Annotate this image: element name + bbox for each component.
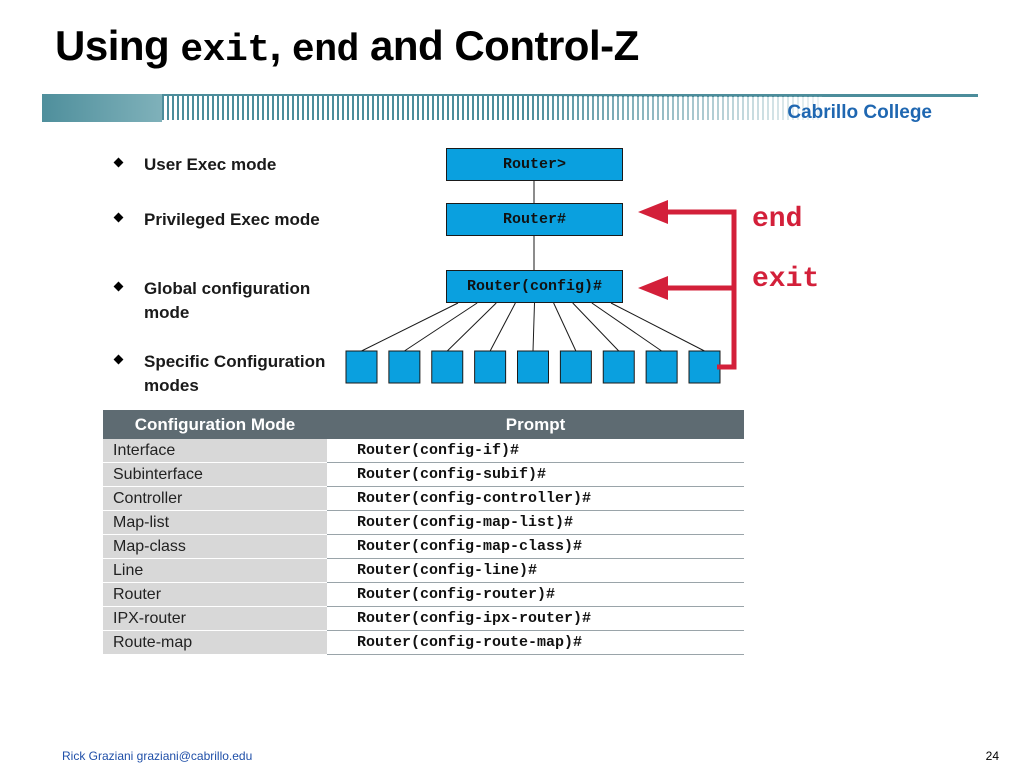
title-post: and Control-Z: [358, 22, 639, 69]
prompt-box-user-exec: Router>: [446, 148, 623, 181]
end-arrow-line: [668, 209, 737, 370]
bullet-label: User Exec mode: [144, 155, 277, 174]
prompt-cell: Router(config-route-map)#: [327, 630, 744, 655]
mode-cell: Interface: [103, 439, 327, 463]
table-header-row: Configuration Mode Prompt: [103, 410, 744, 439]
return-arrows: [638, 200, 737, 370]
college-logo-text: Cabrillo College: [787, 102, 932, 123]
fan-line: [553, 302, 577, 352]
bullet-label: Specific Configuration modes: [144, 352, 326, 395]
submode-box: [517, 350, 549, 384]
fan-line: [610, 302, 705, 352]
footer-author: Rick Graziani graziani@cabrillo.edu: [62, 749, 253, 763]
title-separator: ,: [269, 22, 292, 69]
submode-box: [388, 350, 421, 384]
mode-cell: Map-list: [103, 510, 327, 535]
banner-line: [162, 94, 978, 97]
prompt-cell: Router(config-subif)#: [327, 462, 744, 487]
prompt-cell: Router(config-controller)#: [327, 486, 744, 511]
mode-cell: Line: [103, 558, 327, 583]
fan-line: [404, 302, 478, 352]
prompt-box-global-config: Router(config)#: [446, 270, 623, 303]
mode-cell: IPX-router: [103, 606, 327, 631]
submode-box: [431, 350, 464, 384]
end-arrow-head: [638, 200, 668, 224]
slide-title: Using exit, end and Control-Z: [55, 22, 639, 72]
bullet-diamond-icon: [113, 354, 124, 365]
prompt-cell: Router(config-router)#: [327, 582, 744, 607]
mode-cell: Router: [103, 582, 327, 607]
bullet-diamond-icon: [113, 157, 124, 168]
fan-line: [591, 302, 662, 352]
prompt-cell: Router(config-line)#: [327, 558, 744, 583]
college-banner: Cabrillo College: [42, 94, 978, 124]
prompt-cell: Router(config-map-class)#: [327, 534, 744, 559]
mode-cell: Route-map: [103, 630, 327, 655]
fan-line: [572, 302, 620, 352]
prompt-cell: Router(config-map-list)#: [327, 510, 744, 535]
column-header-prompt: Prompt: [327, 410, 744, 439]
submode-box: [474, 350, 507, 384]
fan-line: [489, 302, 516, 352]
fan-line: [446, 302, 497, 352]
submode-boxes: [345, 350, 721, 384]
column-header-mode: Configuration Mode: [103, 410, 327, 439]
exit-command-label: exit: [752, 264, 820, 295]
title-pre: Using: [55, 22, 181, 69]
bullet-label: Global configuration mode: [144, 279, 311, 322]
end-command-label: end: [752, 204, 803, 235]
prompt-box-privileged-exec: Router#: [446, 203, 623, 236]
prompt-cell: Router(config-ipx-router)#: [327, 606, 744, 631]
submode-box: [645, 350, 678, 384]
submode-box: [559, 350, 592, 384]
title-end-command: end: [291, 29, 359, 72]
bullet-diamond-icon: [113, 212, 124, 223]
bullet-label: Privileged Exec mode: [144, 210, 320, 229]
page-number: 24: [985, 749, 999, 763]
submode-box: [688, 350, 721, 384]
banner-stripes: [162, 96, 822, 120]
mode-cell: Subinterface: [103, 462, 327, 487]
prompt-cell: Router(config-if)#: [327, 439, 744, 463]
banner-bar: [42, 94, 162, 122]
exit-arrow-head: [638, 276, 668, 300]
mode-cell: Map-class: [103, 534, 327, 559]
fan-line: [361, 302, 459, 352]
bullet-diamond-icon: [113, 281, 124, 292]
fan-line: [532, 302, 535, 352]
submode-box: [602, 350, 635, 384]
mode-cell: Controller: [103, 486, 327, 511]
title-exit-command: exit: [180, 29, 270, 72]
submode-fan-lines: [361, 302, 705, 352]
